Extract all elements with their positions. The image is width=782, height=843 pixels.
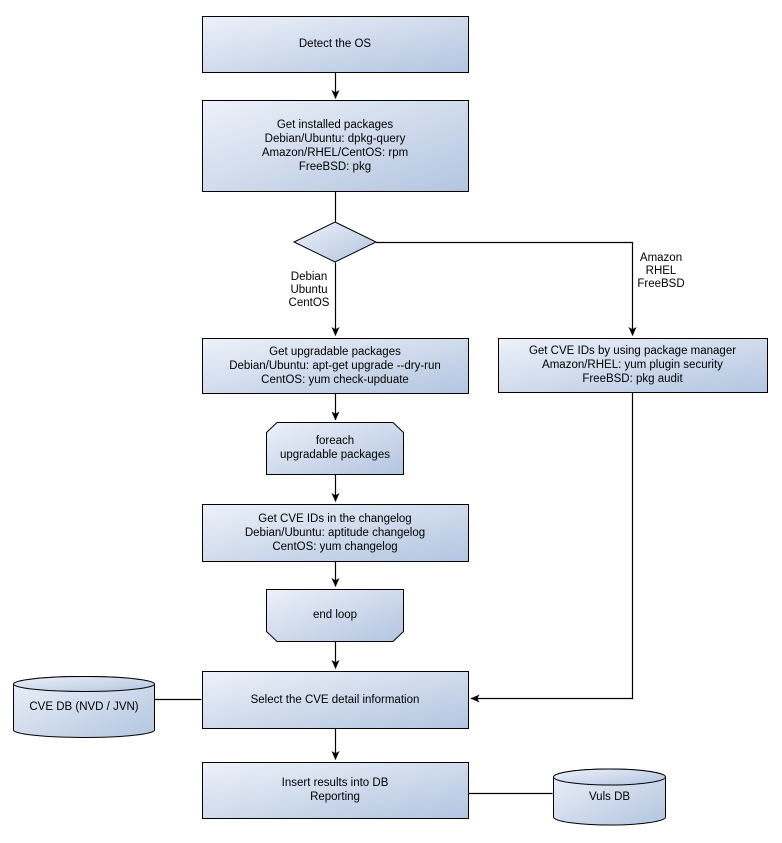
node-get-upgradable-packages-shape — [202, 338, 469, 394]
node-vuls-db-cylinder — [553, 768, 666, 826]
node-foreach-loop-shape — [266, 422, 404, 475]
edge-label-line: Debian — [290, 271, 328, 283]
node-end-loop-shape — [266, 589, 404, 642]
edge-decision-to-pkg-manager — [376, 241, 637, 336]
node-detect-os-shape — [202, 16, 469, 73]
node-select-cve-detail-shape — [202, 671, 469, 729]
edge-label-right-branch: Amazon RHEL FreeBSD — [633, 252, 689, 294]
edge-label-line: FreeBSD — [637, 278, 685, 290]
edge-pkg-manager-to-select — [470, 392, 634, 703]
edge-label-left-branch: Debian Ubuntu CentOS — [281, 271, 337, 313]
edge-label-line: Ubuntu — [290, 284, 328, 296]
node-insert-results-shape — [202, 762, 469, 819]
edge-label-line: RHEL — [645, 265, 677, 277]
node-os-decision-diamond — [292, 221, 378, 263]
node-cve-db-cylinder — [13, 676, 155, 738]
vuls-db-top-rim — [553, 768, 666, 786]
edge-label-line: CentOS — [288, 297, 330, 309]
edge-label-line: Amazon — [639, 252, 683, 264]
cve-db-top-rim — [13, 676, 155, 692]
node-get-installed-packages-shape — [202, 100, 469, 192]
node-get-cve-ids-changelog-shape — [202, 504, 469, 562]
node-get-cve-ids-pkg-manager-shape — [498, 338, 768, 393]
